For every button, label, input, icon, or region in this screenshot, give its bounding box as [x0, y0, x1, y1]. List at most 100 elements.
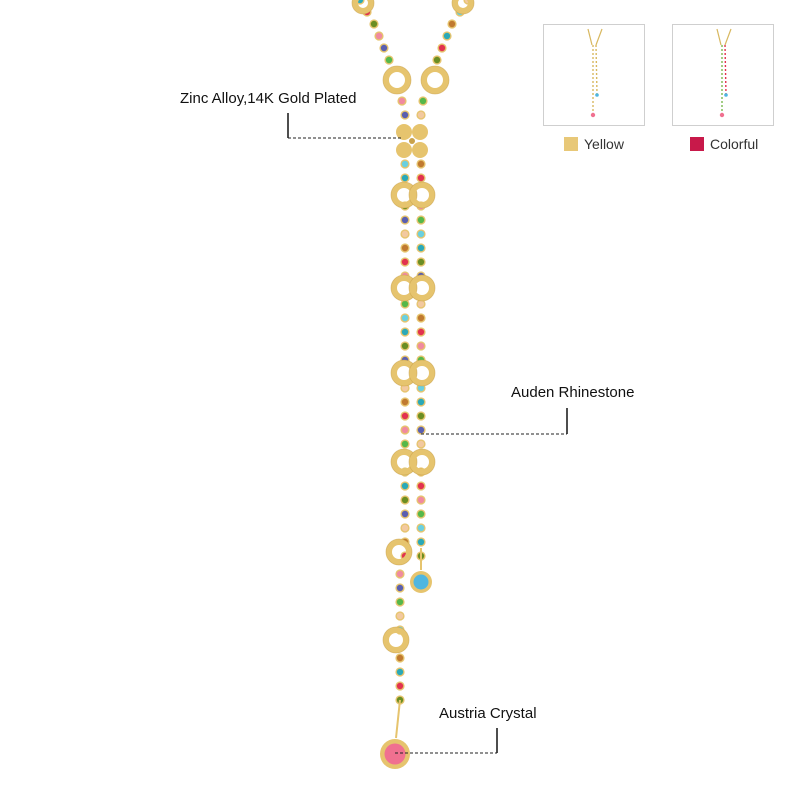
- gold-ring-edge: [390, 181, 418, 209]
- variant-option-colorful[interactable]: Colorful: [690, 136, 758, 152]
- rhinestone-gem: [396, 612, 404, 620]
- gold-ring: [409, 360, 435, 386]
- material-label: Zinc Alloy,14K Gold Plated: [180, 90, 357, 107]
- thumb-necklace-yellow: [587, 28, 603, 118]
- blue-crystal-pendant: [413, 574, 429, 590]
- variant-option-yellow[interactable]: Yellow: [564, 136, 624, 152]
- variant-label-colorful: Colorful: [710, 136, 759, 152]
- rhinestone-gem: [417, 230, 425, 238]
- gold-ring-edge: [390, 274, 418, 302]
- rhinestone-gem: [396, 598, 404, 606]
- rhinestone-gem: [401, 230, 409, 238]
- rhinestone-gem: [401, 160, 409, 168]
- clover-leaf: [396, 124, 412, 140]
- gold-ring: [409, 182, 435, 208]
- rhinestone-gem: [380, 44, 388, 52]
- rhinestone-gem: [401, 328, 409, 336]
- gold-ring: [383, 627, 409, 653]
- rhinestone-label: Auden Rhinestone: [511, 384, 635, 401]
- gold-ring-edge: [385, 538, 413, 566]
- rhinestone-gem: [417, 216, 425, 224]
- rhinestone-gem: [417, 398, 425, 406]
- rhinestone-gem: [417, 412, 425, 420]
- gold-ring-edge: [408, 274, 436, 302]
- crystal-label: Austria Crystal: [439, 705, 537, 722]
- gold-ring: [421, 66, 449, 94]
- variant-label-yellow: Yellow: [584, 136, 624, 152]
- rhinestone-gem: [398, 97, 406, 105]
- rhinestone-gem: [401, 426, 409, 434]
- gold-ring: [409, 275, 435, 301]
- rhinestone-gem: [401, 510, 409, 518]
- rhinestone-gem: [417, 300, 425, 308]
- gold-ring: [386, 539, 412, 565]
- gold-ring-edge: [451, 0, 475, 15]
- rhinestone-gem: [401, 412, 409, 420]
- rhinestone-gem: [401, 524, 409, 532]
- rhinestone-gem: [396, 584, 404, 592]
- rhinestone-gem: [417, 524, 425, 532]
- rhinestone-gem: [417, 111, 425, 119]
- rhinestone-gem: [385, 56, 393, 64]
- gold-ring-edge: [390, 448, 418, 476]
- clover-center: [409, 138, 415, 144]
- clover-leaf: [412, 124, 428, 140]
- gold-ring: [409, 449, 435, 475]
- rhinestone-gem: [401, 398, 409, 406]
- variant-thumb-colorful[interactable]: [672, 24, 774, 126]
- rhinestone-gem: [417, 328, 425, 336]
- rhinestone-gem: [417, 342, 425, 350]
- rhinestone-gem: [419, 97, 427, 105]
- rhinestone-gem: [396, 682, 404, 690]
- gold-ring-edge: [382, 626, 410, 654]
- rhinestone-gem: [401, 174, 409, 182]
- rhinestone-gem: [396, 654, 404, 662]
- rhinestone-gem: [417, 160, 425, 168]
- rhinestone-gem: [443, 32, 451, 40]
- rhinestone-gem: [401, 258, 409, 266]
- rhinestone-gem: [401, 496, 409, 504]
- rhinestone-gem: [401, 300, 409, 308]
- rhinestone-gem: [417, 244, 425, 252]
- clover-leaf: [412, 142, 428, 158]
- clover-leaf: [396, 142, 412, 158]
- rhinestone-gem: [401, 384, 409, 392]
- rhinestone-gem: [375, 32, 383, 40]
- rhinestone-gem: [401, 440, 409, 448]
- thumb-necklace-colorful: [716, 28, 732, 118]
- rhinestone-gem: [448, 20, 456, 28]
- gold-ring-edge: [408, 448, 436, 476]
- rhinestone-gem: [401, 216, 409, 224]
- rhinestone-gem: [417, 482, 425, 490]
- rhinestone-gem: [417, 314, 425, 322]
- variant-thumb-yellow[interactable]: [543, 24, 645, 126]
- rhinestone-gem: [396, 668, 404, 676]
- rhinestone-gem: [438, 44, 446, 52]
- gold-ring-edge: [408, 181, 436, 209]
- rhinestone-gem: [401, 244, 409, 252]
- gold-ring: [383, 66, 411, 94]
- rhinestone-gem: [401, 342, 409, 350]
- rhinestone-gem: [370, 20, 378, 28]
- rhinestone-gem: [401, 482, 409, 490]
- gold-ring-edge: [351, 0, 375, 15]
- colorful-swatch: [690, 137, 704, 151]
- rhinestone-gem: [417, 440, 425, 448]
- gold-ring: [352, 0, 374, 14]
- rhinestone-gem: [417, 174, 425, 182]
- pink-crystal-pendant: [384, 743, 406, 765]
- pendant-chain: [395, 699, 401, 739]
- yellow-swatch: [564, 137, 578, 151]
- gold-ring-edge: [382, 65, 412, 95]
- rhinestone-gem: [417, 510, 425, 518]
- rhinestone-gem: [417, 538, 425, 546]
- gold-ring-edge: [390, 359, 418, 387]
- rhinestone-gem: [396, 570, 404, 578]
- rhinestone-gem: [401, 314, 409, 322]
- rhinestone-gem: [401, 111, 409, 119]
- rhinestone-gem: [417, 426, 425, 434]
- gold-ring: [452, 0, 474, 14]
- gold-ring-edge: [408, 359, 436, 387]
